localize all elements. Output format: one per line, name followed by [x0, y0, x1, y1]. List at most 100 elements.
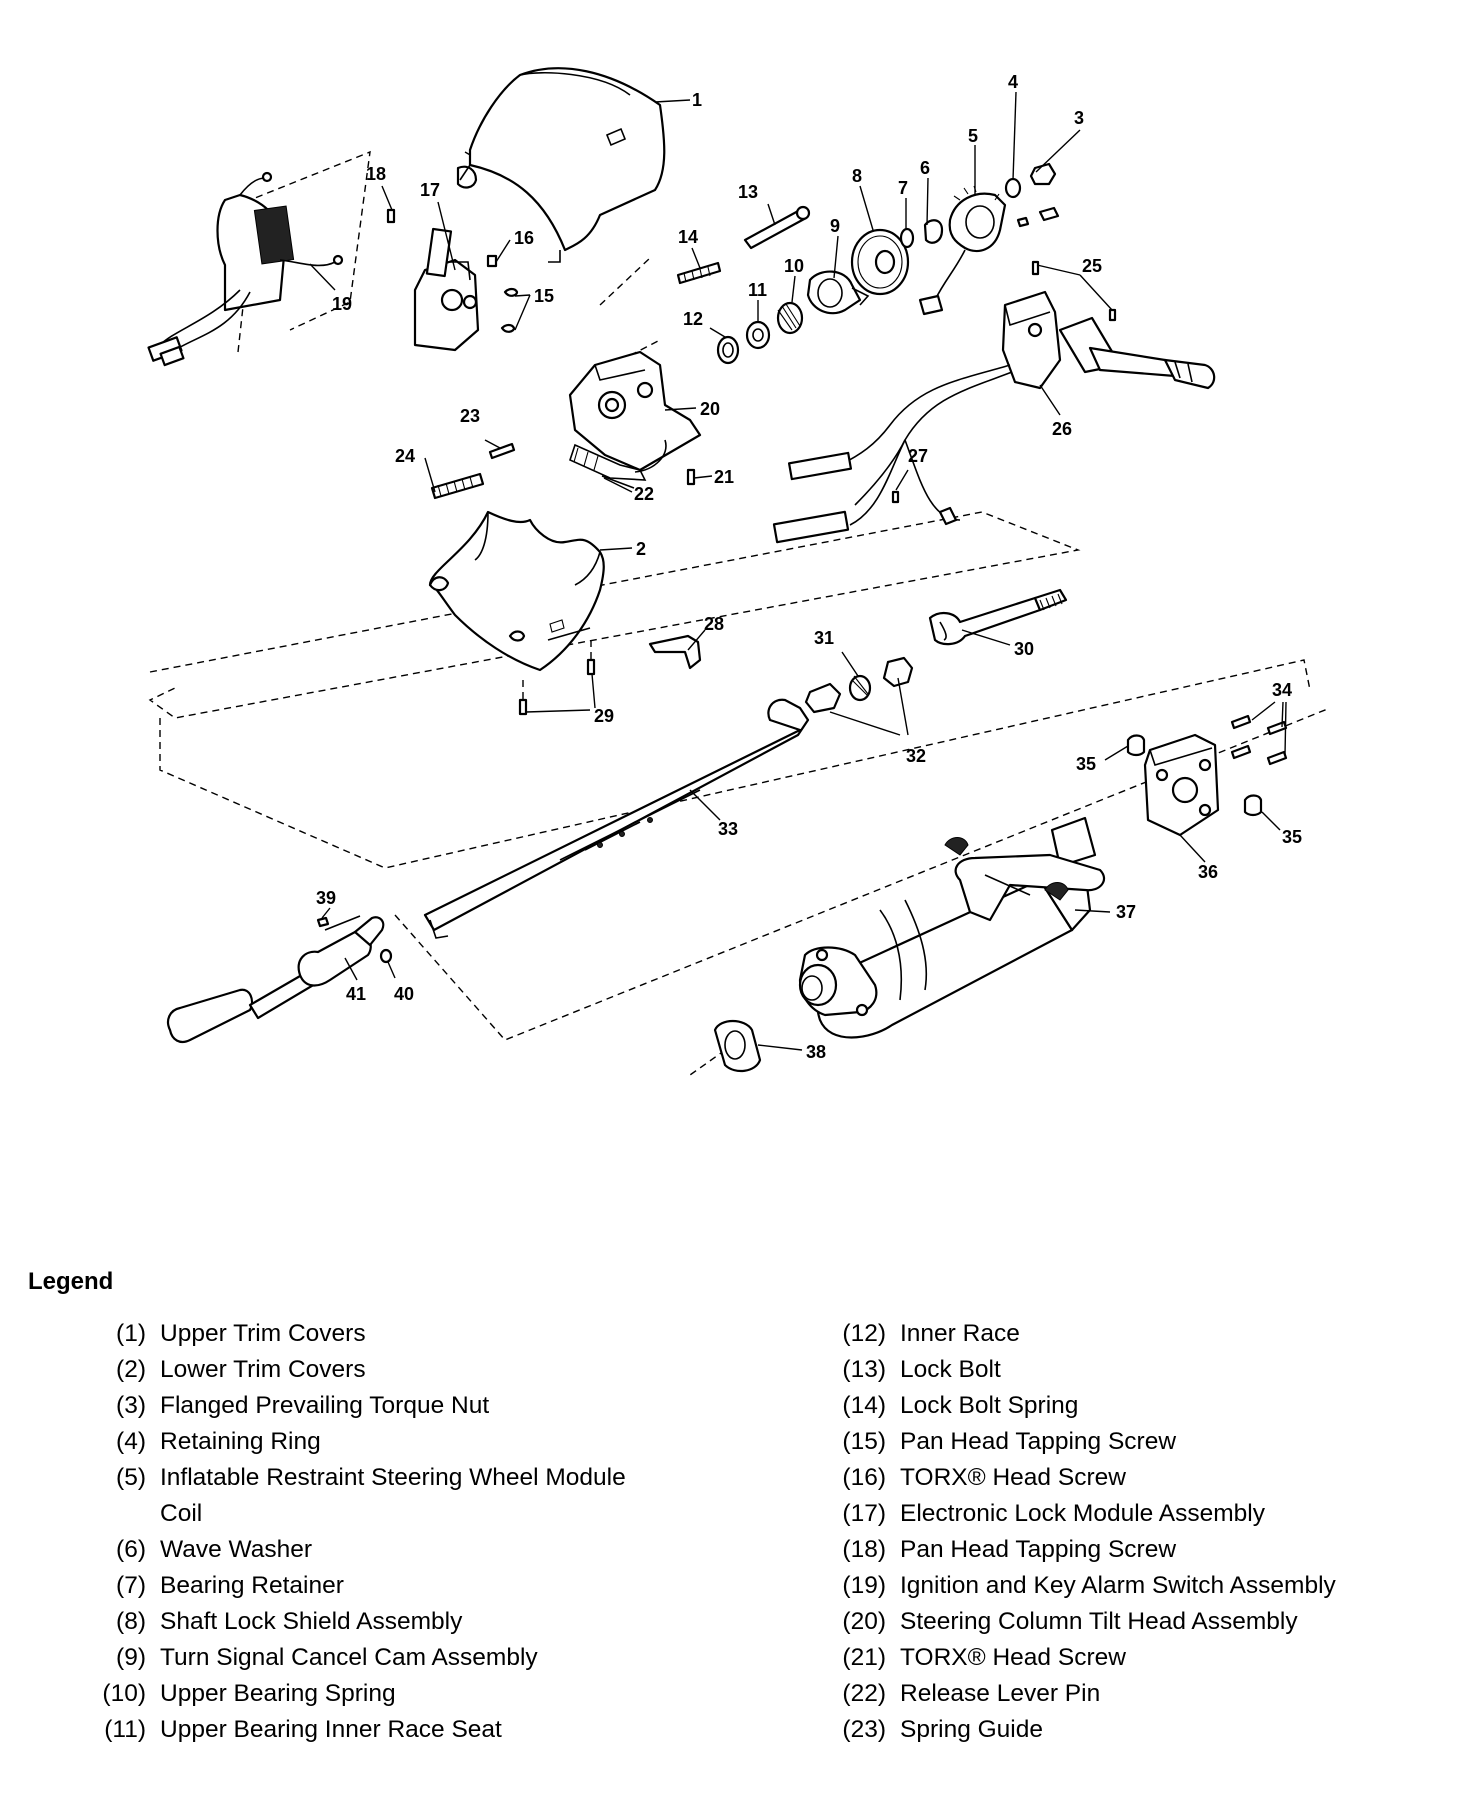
legend-num: (3): [116, 1392, 146, 1419]
springs-and-pins-21-24: [430, 261, 722, 500]
callout-8: 8: [852, 166, 862, 186]
legend-num: (13): [842, 1356, 886, 1383]
legend-item: (7) Bearing Retainer: [72, 1568, 812, 1604]
legend-num: (10): [102, 1680, 146, 1707]
legend-item: (4)Retaining Ring: [72, 1424, 812, 1460]
legend-num: (7): [116, 1572, 146, 1599]
legend-text: Upper Bearing Inner Race Seat: [160, 1716, 502, 1743]
exploded-steering-column-diagram: 1 2 3 4 5 6 7 8 9 10 11 12 13 14 15 16 1…: [147, 67, 1331, 1076]
release-lever-part: [648, 634, 702, 670]
legend-item: (1) Upper Trim Covers: [72, 1316, 812, 1352]
electronic-lock-module-part: [413, 227, 480, 352]
legend-text: Turn Signal Cancel Cam Assembly: [160, 1644, 538, 1671]
legend-item: (11) Upper Bearing Inner Race Seat: [72, 1712, 812, 1748]
legend-item: (13)Lock Bolt: [812, 1352, 1462, 1388]
legend-num: (6): [116, 1536, 146, 1563]
legend-num: (23): [842, 1716, 886, 1743]
callout-12: 12: [683, 309, 703, 329]
callout-28: 28: [704, 614, 724, 634]
callout-30: 30: [1014, 639, 1034, 659]
legend-num: (21): [842, 1644, 886, 1671]
legend-item: (22)Release Lever Pin: [812, 1676, 1462, 1712]
screws-25-27: [891, 260, 1117, 504]
legend-text: Bearing Retainer: [160, 1572, 344, 1599]
legend-item: (16)TORX® Head Screw: [812, 1460, 1462, 1496]
callout-19: 19: [332, 294, 352, 314]
callout-25: 25: [1082, 256, 1102, 276]
callout-21: 21: [714, 467, 734, 487]
legend-text: Shaft Lock Shield Assembly: [160, 1608, 463, 1635]
legend-text: Lock Bolt Spring: [900, 1392, 1079, 1419]
intermediate-shaft-part: [166, 915, 393, 1044]
legend-text: TORX® Head Screw: [900, 1464, 1126, 1491]
callout-29: 29: [594, 706, 614, 726]
legend-item: (5) Inflatable Restraint Steering Wheel M…: [72, 1460, 812, 1532]
callout-18: 18: [366, 164, 386, 184]
legend-num: (15): [842, 1428, 886, 1455]
callout-labels: 1 2 3 4 5 6 7 8 9 10 11 12 13 14 15 16 1…: [316, 72, 1302, 1062]
callout-40: 40: [394, 984, 414, 1004]
legend-item: (23) Spring Guide: [812, 1712, 1462, 1748]
legend-num: (14): [842, 1392, 886, 1419]
legend-text: Flanged Prevailing Torque Nut: [160, 1392, 490, 1419]
legend-list-left: (1) Upper Trim Covers (2) Lower Trim Cover…: [72, 1316, 812, 1748]
legend-text: Upper Bearing Spring: [160, 1680, 396, 1707]
bearing-parts-10-12: [716, 301, 804, 365]
legend-num: (4): [116, 1428, 146, 1455]
callout-16: 16: [514, 228, 534, 248]
ignition-key-alarm-switch-part: [147, 171, 344, 367]
callout-22: 22: [634, 484, 654, 504]
callout-26: 26: [1052, 419, 1072, 439]
legend-num: (5): [116, 1464, 146, 1491]
retaining-ring-and-nut-part: [1004, 162, 1060, 228]
legend-text: Lower Trim Covers: [160, 1356, 366, 1383]
callout-17: 17: [420, 180, 440, 200]
legend-num: (19): [842, 1572, 886, 1599]
legend-num: (8): [116, 1608, 146, 1635]
callout-36: 36: [1198, 862, 1218, 882]
legend-text: Upper Trim Covers: [160, 1320, 366, 1347]
callout-33: 33: [718, 819, 738, 839]
legend-text: Inner Race: [900, 1320, 1020, 1347]
legend-num: (2): [116, 1356, 146, 1383]
column-jacket-part: [816, 816, 1106, 1039]
callout-38: 38: [806, 1042, 826, 1062]
callout-3: 3: [1074, 108, 1084, 128]
legend-text: Inflatable Restraint Steering Wheel Modu…: [160, 1464, 626, 1527]
legend-item: (17)Electronic Lock Module Assembly: [812, 1496, 1462, 1532]
callout-20: 20: [700, 399, 720, 419]
tilt-head-assembly-part: [568, 350, 702, 481]
callout-34: 34: [1272, 680, 1292, 700]
small-screws-15-16-18: [386, 208, 519, 333]
legend-num: (12): [842, 1320, 886, 1347]
legend-text: Spring Guide: [900, 1716, 1044, 1743]
lower-steering-shaft-part: [423, 698, 810, 939]
callout-23: 23: [460, 406, 480, 426]
callout-5: 5: [968, 126, 978, 146]
legend-item: (12) Inner Race: [812, 1316, 1462, 1352]
callout-4: 4: [1008, 72, 1018, 92]
legend-item: (9)Turn Signal Cancel Cam Assembly: [72, 1640, 812, 1676]
legend-item: (21)TORX® Head Screw: [812, 1640, 1462, 1676]
legend-list-right: (12) Inner Race (13)Lock Bolt (14) Lock Bo…: [812, 1316, 1462, 1748]
legend-text: Release Lever Pin: [900, 1680, 1101, 1707]
callout-13: 13: [738, 182, 758, 202]
callout-6: 6: [920, 158, 930, 178]
legend-item: (8) Shaft Lock Shield Assembly: [72, 1604, 812, 1640]
callout-24: 24: [395, 446, 415, 466]
legend-num: (17): [842, 1500, 886, 1527]
legend-text: Ignition and Key Alarm Switch Assembly: [900, 1572, 1336, 1599]
legend-item: (3) Flanged Prevailing Torque Nut: [72, 1388, 812, 1424]
legend-text: Pan Head Tapping Screw: [900, 1428, 1177, 1455]
callout-1: 1: [692, 90, 702, 110]
lower-bearing-part: [713, 1019, 762, 1073]
callout-27: 27: [908, 446, 928, 466]
legend-item: (2) Lower Trim Covers: [72, 1352, 812, 1388]
legend-item: (6)Wave Washer: [72, 1532, 812, 1568]
legend-num: (11): [104, 1716, 146, 1743]
callout-15: 15: [534, 286, 554, 306]
callout-10: 10: [784, 256, 804, 276]
adapter-plate-and-bolts-34-36: [1126, 714, 1288, 837]
legend-num: (1): [116, 1320, 146, 1347]
legend-item: (19) Ignition and Key Alarm Switch Assemb…: [812, 1568, 1462, 1604]
